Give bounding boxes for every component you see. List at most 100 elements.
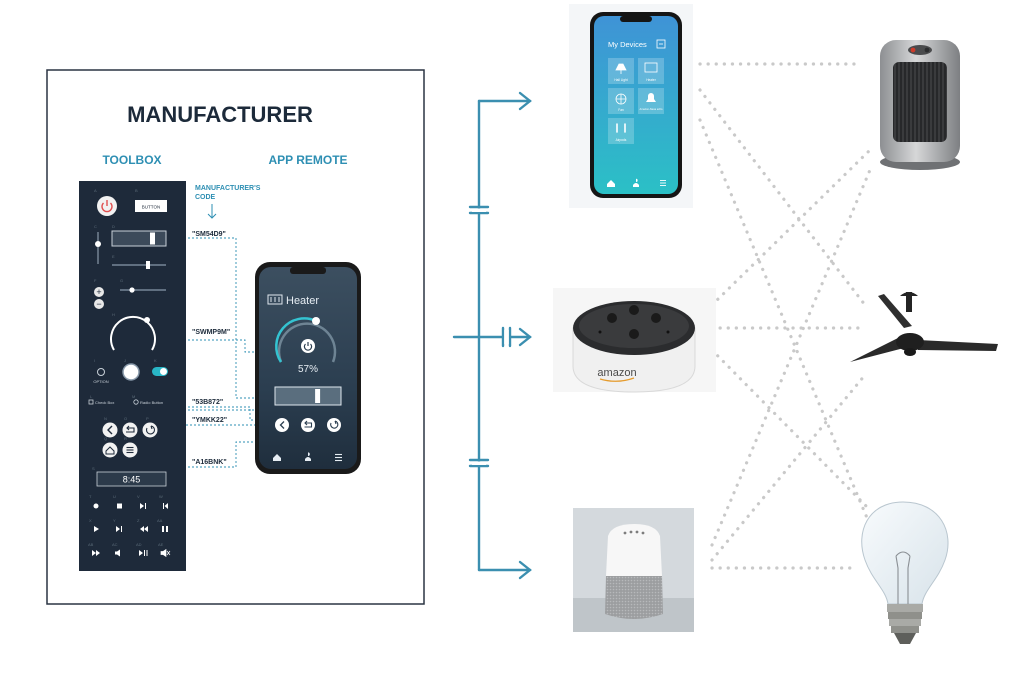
echo-dot: amazon: [553, 288, 716, 393]
code-arrow: [207, 204, 217, 219]
fast-forward-icon[interactable]: [92, 550, 100, 556]
play-icon[interactable]: [94, 526, 99, 532]
tile-label: Fan: [618, 108, 624, 112]
user-icon[interactable]: [305, 452, 311, 461]
letter-q: Q: [104, 436, 107, 441]
menu-icon[interactable]: [660, 180, 666, 186]
toolbox-progress[interactable]: [111, 230, 167, 247]
app-remote-label: APP REMOTE: [268, 153, 347, 167]
space-heater: [880, 40, 960, 170]
menu-icon[interactable]: [335, 453, 342, 462]
heater-back-button[interactable]: [275, 418, 289, 432]
letter-n: N: [104, 416, 107, 421]
toolbox-progress-handle[interactable]: [150, 232, 155, 245]
user-icon[interactable]: [633, 178, 639, 187]
tile-label: Heater: [646, 78, 657, 82]
heater-phone: Heater 57%: [255, 262, 361, 474]
radio-button-label: Radio Button: [140, 400, 163, 405]
letter-aa: AA: [157, 518, 163, 523]
pause-icon[interactable]: [162, 526, 168, 532]
step-forward-icon[interactable]: [140, 503, 146, 509]
bell-icon: [646, 93, 656, 102]
heater-return-button[interactable]: [301, 418, 315, 432]
device-tile-airpods[interactable]: Airpods: [608, 118, 634, 144]
letter-z: Z: [137, 518, 140, 523]
option-radio[interactable]: [97, 368, 105, 376]
volume-icon[interactable]: [115, 549, 120, 557]
refresh-icon: [145, 425, 155, 435]
letter-y: Y: [113, 518, 116, 523]
check-box[interactable]: [88, 399, 94, 405]
toolbox-dial[interactable]: [110, 315, 156, 351]
letter-ac: AC: [112, 542, 118, 547]
lamp-icon: [615, 63, 627, 74]
letter-ad: AD: [136, 542, 142, 547]
device-tile-fan[interactable]: Fan: [608, 88, 634, 114]
toolbox-dial-thumb[interactable]: [144, 317, 150, 323]
return-button[interactable]: [122, 422, 138, 438]
option-label: OPTION: [93, 379, 108, 384]
letter-k: K: [154, 358, 157, 363]
chevron-left-icon: [279, 421, 285, 429]
toolbox-button-label: BUTTON: [142, 205, 160, 210]
echo-button: [607, 313, 617, 323]
plus-button[interactable]: [94, 287, 104, 297]
heater-icon: [644, 62, 658, 73]
mute-icon[interactable]: [160, 548, 171, 558]
heater-dial-fill[interactable]: [275, 317, 317, 363]
device-tile-hall-light[interactable]: Hall Light: [608, 58, 634, 84]
toolbox-knob[interactable]: [122, 363, 140, 381]
code-3: "53B872": [192, 399, 223, 406]
link-phone-bulb: [698, 118, 872, 527]
device-tile-alexa[interactable]: Amazon Alexa echo: [638, 88, 664, 114]
record-icon[interactable]: [93, 503, 99, 509]
home-button[interactable]: [102, 442, 118, 458]
heater-level-handle[interactable]: [315, 389, 321, 403]
home-icon: [105, 446, 115, 455]
back-button[interactable]: [102, 422, 118, 438]
letter-u: U: [113, 494, 116, 499]
rewind-icon[interactable]: [140, 526, 148, 532]
link-home-heater: [710, 168, 872, 547]
tile-label: Airpods: [616, 138, 627, 142]
google-home: [573, 508, 694, 632]
letter-j: J: [124, 358, 126, 363]
tile-label: Amazon Alexa echo: [640, 107, 663, 111]
chevron-left-icon: [107, 425, 113, 435]
devices-title: My Devices: [608, 40, 647, 49]
echo-brand-logo: amazon: [597, 367, 636, 379]
stop-icon[interactable]: [117, 503, 122, 509]
plus-icon: +: [96, 287, 101, 297]
code-label: MANUFACTURER'S: [195, 185, 261, 192]
letter-s: S: [92, 466, 95, 471]
hub-connector: [452, 91, 532, 580]
heater-dial-track: [277, 322, 337, 363]
heater-level-bar[interactable]: [274, 386, 342, 406]
tile-label: Hall Light: [614, 78, 627, 82]
arrow-bottom-head: [518, 560, 532, 580]
device-tile-heater[interactable]: Heater: [638, 58, 664, 84]
toolbox-button[interactable]: [135, 200, 167, 212]
skip-back-icon[interactable]: [163, 503, 168, 509]
letter-r: R: [124, 436, 127, 441]
power-icon: [101, 200, 113, 213]
refresh-button[interactable]: [142, 422, 158, 438]
letter-t: T: [89, 494, 92, 499]
h-slider-e-thumb[interactable]: [146, 261, 150, 269]
vertical-slider-thumb[interactable]: [95, 241, 101, 247]
heater-dial-thumb[interactable]: [312, 317, 320, 325]
minus-button[interactable]: [94, 299, 104, 309]
home-icon[interactable]: [273, 454, 281, 461]
add-device-button[interactable]: [656, 39, 666, 49]
code-5: "A16BNK": [192, 459, 227, 466]
home-icon[interactable]: [607, 180, 615, 187]
letter-w: W: [159, 494, 163, 499]
heater-percent: 57%: [298, 364, 318, 375]
skip-forward-icon[interactable]: [116, 526, 122, 532]
h-slider-g-thumb[interactable]: [129, 287, 135, 293]
play-pause-icon[interactable]: [139, 550, 148, 556]
time-value: 8:45: [123, 475, 141, 485]
radio-button[interactable]: [133, 399, 139, 405]
heater-refresh-button[interactable]: [327, 418, 341, 432]
